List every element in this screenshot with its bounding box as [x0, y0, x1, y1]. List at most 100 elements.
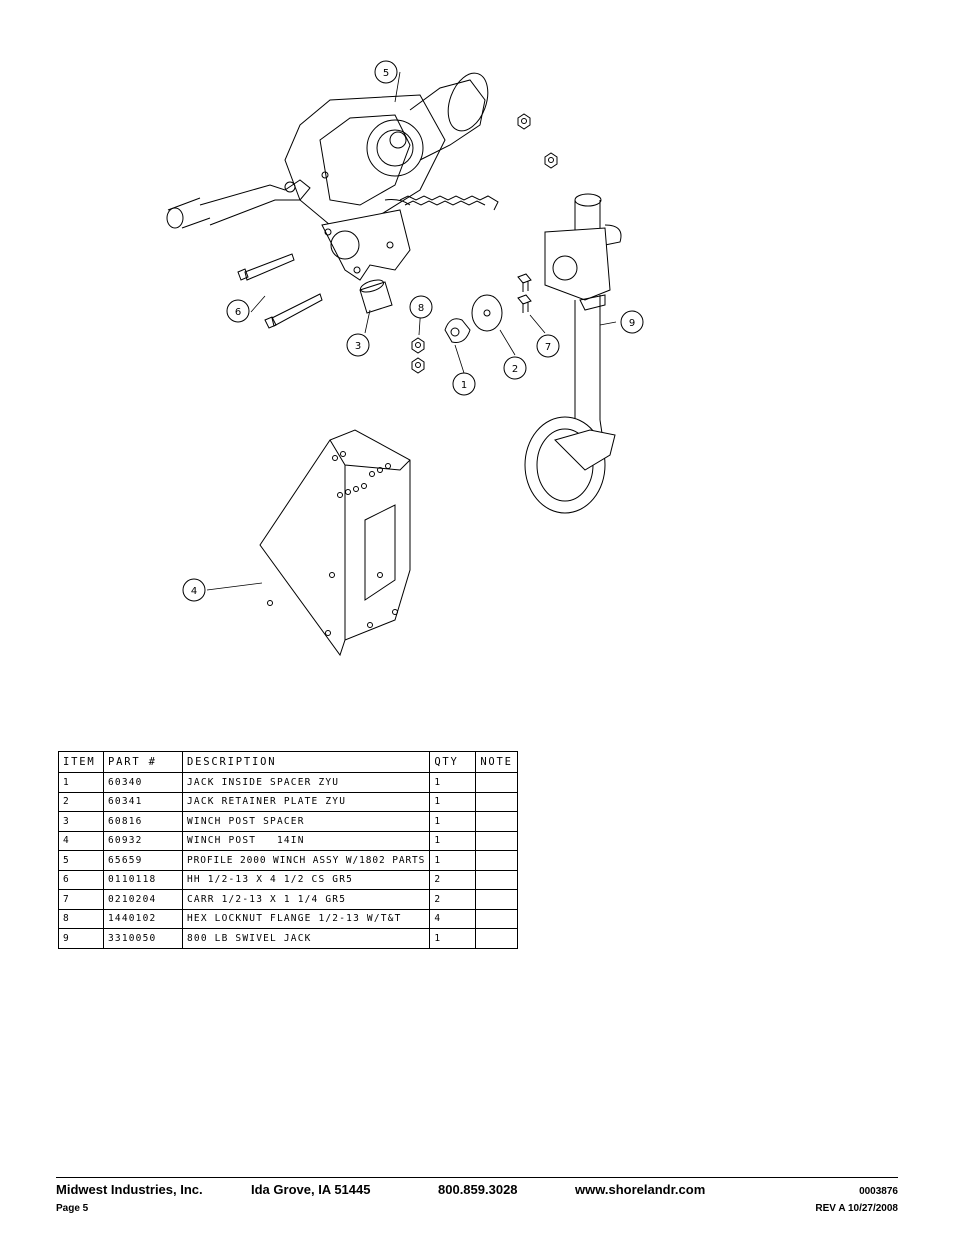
callout-label-4: 4	[191, 586, 197, 597]
footer-divider	[56, 1177, 898, 1178]
cell-qty: 2	[429, 869, 477, 890]
cell-qty: 1	[429, 850, 477, 871]
cell-note	[475, 928, 518, 949]
cell-item: 5	[58, 850, 104, 871]
header-item: ITEM	[58, 751, 104, 773]
cell-part: 0210204	[103, 889, 183, 910]
cell-description: 800 LB SWIVEL JACK	[181, 928, 431, 949]
cell-description: PROFILE 2000 WINCH ASSY W/1802 PARTS	[181, 850, 431, 871]
callout-8	[409, 295, 433, 319]
cell-qty: 1	[429, 791, 477, 812]
callout-label-1: 1	[461, 380, 467, 391]
cell-part: 60341	[103, 791, 183, 812]
cell-part: 0110118	[103, 869, 183, 890]
cell-note	[475, 830, 518, 851]
leader-lines	[206, 71, 617, 591]
cell-qty: 1	[429, 928, 477, 949]
callout-9	[620, 310, 644, 334]
callout-label-8: 8	[418, 303, 424, 314]
cell-item: 6	[58, 869, 104, 890]
callout-5	[374, 60, 398, 84]
cell-item: 1	[58, 772, 104, 793]
footer-doc-number: 0003876	[859, 1186, 898, 1197]
header-qty: QTY	[429, 751, 477, 773]
cell-item: 9	[58, 928, 104, 949]
cell-qty: 1	[429, 830, 477, 851]
carriage-bolts	[517, 273, 532, 313]
cell-part: 65659	[103, 850, 183, 871]
cell-note	[475, 811, 518, 832]
callout-label-2: 2	[512, 364, 518, 375]
cell-note	[475, 791, 518, 812]
cell-note	[475, 869, 518, 890]
footer-phone: 800.859.3028	[438, 1182, 518, 1197]
cell-qty: 1	[429, 772, 477, 793]
callout-label-9: 9	[629, 318, 635, 329]
cell-item: 2	[58, 791, 104, 812]
cell-description: WINCH POST 14IN	[181, 830, 431, 851]
cell-description: JACK RETAINER PLATE ZYU	[181, 791, 431, 812]
cell-part: 60816	[103, 811, 183, 832]
footer-company: Midwest Industries, Inc.	[56, 1182, 203, 1197]
cell-note	[475, 889, 518, 910]
cell-qty: 2	[429, 889, 477, 910]
cell-note	[475, 850, 518, 871]
cell-item: 3	[58, 811, 104, 832]
header-description: DESCRIPTION	[181, 751, 431, 773]
winch-post-spacer	[359, 279, 393, 314]
cell-part: 3310050	[103, 928, 183, 949]
callout-label-3: 3	[355, 341, 361, 352]
cell-part: 60932	[103, 830, 183, 851]
callout-label-6: 6	[235, 307, 241, 318]
callout-numbers: 5 6 3 8 1 2 7 9 4	[191, 68, 635, 597]
hex-bolts	[237, 253, 323, 329]
cell-qty: 1	[429, 811, 477, 832]
footer-page-number: Page 5	[56, 1203, 89, 1214]
callout-3	[346, 333, 370, 357]
callout-7	[536, 334, 560, 358]
cell-part: 60340	[103, 772, 183, 793]
hex-locknuts	[411, 337, 425, 374]
table-header-row: ITEM PART # DESCRIPTION QTY NOTE	[58, 751, 518, 773]
callout-label-5: 5	[383, 68, 389, 79]
cell-description: HH 1/2-13 X 4 1/2 CS GR5	[181, 869, 431, 890]
cell-qty: 4	[429, 908, 477, 929]
exploded-parts-diagram: 5 6 3 8 1 2 7 9 4	[166, 60, 644, 657]
cell-description: HEX LOCKNUT FLANGE 1/2-13 W/T&T	[181, 908, 431, 929]
cell-item: 7	[58, 889, 104, 910]
header-part: PART #	[103, 751, 183, 773]
cell-note	[475, 772, 518, 793]
footer-city: Ida Grove, IA 51445	[251, 1182, 371, 1197]
callout-6	[226, 299, 250, 323]
winch-assembly	[166, 72, 499, 281]
callout-2	[503, 356, 527, 380]
cell-description: WINCH POST SPACER	[181, 811, 431, 832]
cell-description: CARR 1/2-13 X 1 1/4 GR5	[181, 889, 431, 910]
footer-revision: REV A 10/27/2008	[815, 1203, 898, 1214]
callout-label-7: 7	[545, 342, 551, 353]
callout-balloons	[182, 60, 644, 602]
footer-website[interactable]: www.shorelandr.com	[575, 1182, 706, 1197]
cell-note	[475, 908, 518, 929]
cell-description: JACK INSIDE SPACER ZYU	[181, 772, 431, 793]
hex-nuts-upper	[517, 113, 558, 169]
callout-4	[182, 578, 206, 602]
header-note: NOTE	[475, 751, 518, 773]
swivel-jack	[524, 193, 622, 514]
cell-part: 1440102	[103, 908, 183, 929]
jack-spacer-and-plate	[444, 294, 503, 343]
cell-item: 8	[58, 908, 104, 929]
winch-post	[259, 429, 411, 657]
callout-1	[452, 372, 476, 396]
cell-item: 4	[58, 830, 104, 851]
